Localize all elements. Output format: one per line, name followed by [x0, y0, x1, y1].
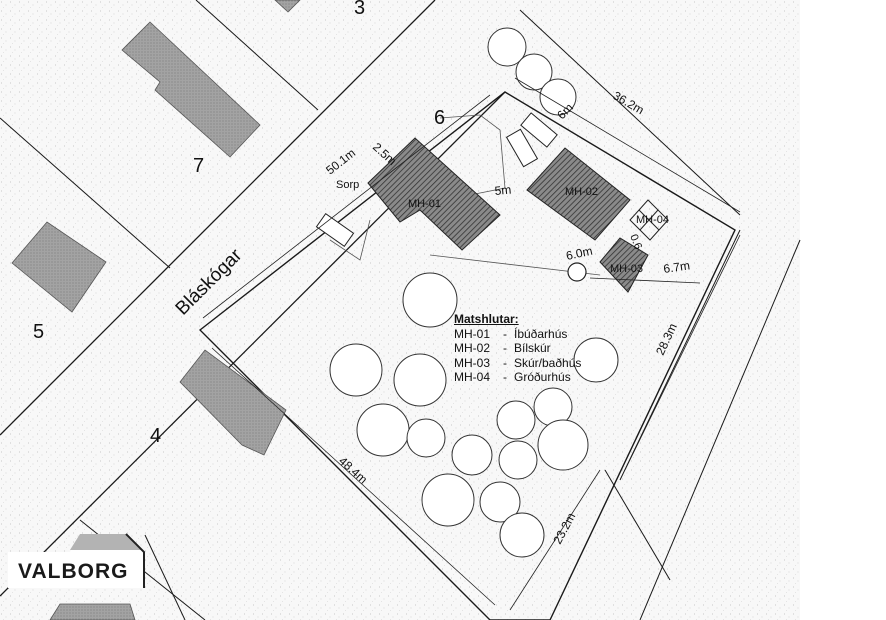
legend-code: MH-01	[454, 326, 491, 341]
lot-line-east-1	[519, 9, 741, 216]
legend-name: Íbúðarhús	[514, 326, 568, 341]
lot-line-4-b	[144, 534, 186, 620]
driveway	[439, 114, 506, 196]
road-edge-north	[0, 0, 436, 436]
legend-name: Bílskúr	[514, 341, 551, 355]
path-2	[329, 219, 371, 261]
lot-number-6: 6	[434, 107, 445, 129]
lot-number-3: 3	[354, 0, 365, 19]
dimension-lines	[202, 77, 741, 611]
map-background	[0, 0, 800, 620]
building-lot-3	[274, 0, 301, 13]
legend-item: MH-01-Íbúðarhús	[454, 327, 581, 342]
legend-code: MH-03	[454, 355, 491, 370]
valborg-logo: VALBORG	[8, 532, 148, 594]
lot-line-east-2	[619, 229, 741, 481]
legend-item: MH-04-Gróðurhús	[454, 370, 581, 385]
car-2	[505, 128, 539, 168]
lot-number-4: 4	[150, 425, 161, 447]
label-mh-03: MH-03	[610, 263, 643, 275]
legend-name: Gróðurhús	[514, 370, 571, 384]
dim-shed-offset: 6.0m	[565, 244, 594, 263]
label-sorp: Sorp	[336, 179, 359, 191]
lot-number-7: 7	[193, 155, 204, 177]
legend-dash: -	[503, 341, 507, 355]
building-mh-01	[367, 137, 501, 251]
lot-line-east-3	[639, 239, 801, 620]
trees	[329, 27, 619, 558]
dim-shed-side: 6.7m	[662, 258, 690, 276]
lot-line-7-rear	[195, 0, 319, 111]
dim-shed-gap: 0.6	[627, 233, 644, 252]
lot-line-east-4	[604, 469, 671, 581]
label-mh-01: MH-01	[408, 198, 441, 210]
logo-text: VALBORG	[18, 560, 129, 583]
legend-title: Matshlutar:	[454, 312, 519, 326]
legend-dash: -	[503, 326, 507, 341]
building-mh-02	[526, 147, 631, 241]
lot-line-7	[0, 117, 171, 269]
building-mh-03	[599, 237, 649, 293]
car-3	[520, 112, 558, 148]
logo-house-icon	[8, 533, 145, 588]
legend-dash: -	[503, 355, 507, 370]
legend-code: MH-02	[454, 341, 491, 355]
legend-name: Skúr/baðhús	[514, 355, 582, 370]
car-1	[315, 212, 355, 248]
building-lot-7	[121, 21, 261, 158]
well-marker	[567, 262, 587, 282]
label-mh-02: MH-02	[565, 186, 598, 198]
building-lot-4	[179, 349, 287, 456]
lot-6-boundary	[198, 91, 736, 620]
building-south	[49, 603, 136, 620]
lot-number-5: 5	[33, 321, 44, 343]
legend-item: MH-03-Skúr/baðhús	[454, 356, 581, 371]
legend-item: MH-02-Bílskúr	[454, 341, 581, 356]
legend-code: MH-04	[454, 370, 491, 384]
building-lot-5	[11, 221, 107, 313]
legend: Matshlutar: MH-01-Íbúðarhús MH-02-Bílskú…	[454, 312, 581, 385]
label-mh-04: MH-04	[636, 214, 669, 226]
legend-dash: -	[503, 370, 507, 384]
dim-house-garage: 5m	[494, 183, 512, 198]
building-mh-04	[629, 199, 669, 241]
